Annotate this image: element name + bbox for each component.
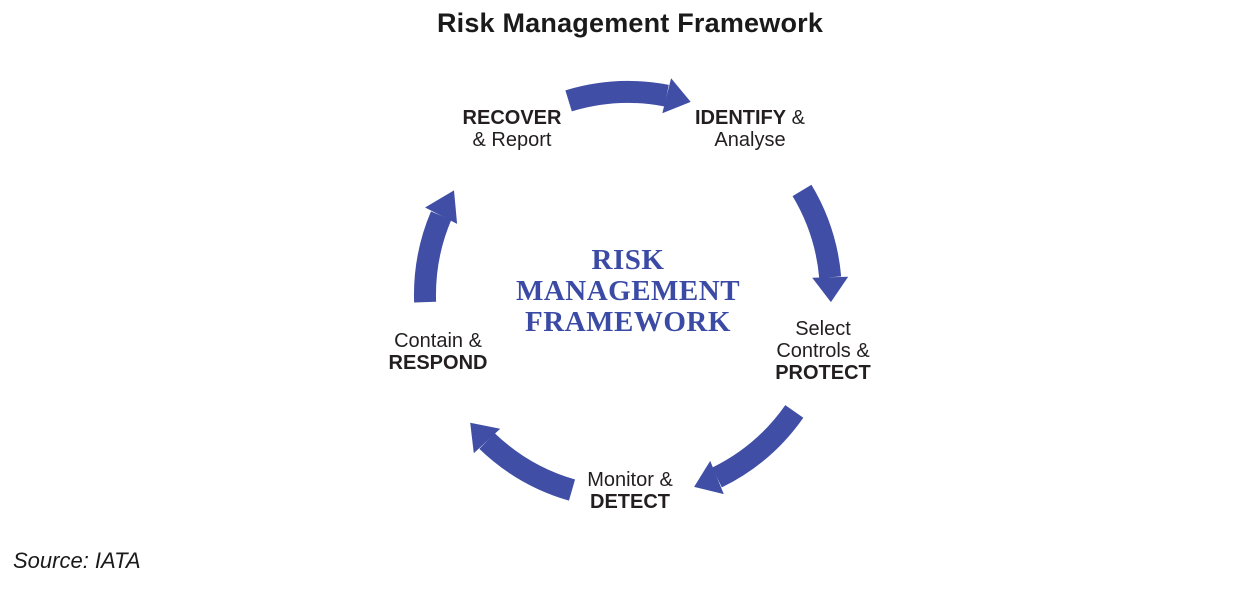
arrow-head [662, 78, 691, 114]
identify-label-suffix: & [786, 107, 806, 129]
cycle-node-identify: IDENTIFY & Analyse [695, 107, 805, 151]
center-label-line-1: RISK [591, 244, 665, 276]
identify-label: IDENTIFY [694, 107, 787, 129]
arrow-identify-to-protect-icon [792, 184, 849, 303]
arrow-band [565, 81, 669, 112]
center-label: RISK MANAGEMENT FRAMEWORK [516, 245, 740, 338]
source-attribution: Source: IATA [13, 548, 141, 573]
respond-sublabel: Contain & [394, 330, 482, 352]
arrow-head [694, 460, 724, 495]
cycle-node-detect: Monitor & DETECT [587, 469, 673, 513]
arrow-head [425, 190, 458, 224]
identify-sublabel: Analyse [714, 129, 786, 151]
arrow-band [711, 404, 804, 488]
respond-label: RESPOND [388, 352, 488, 374]
protect-sublabel-2: Controls & [776, 340, 870, 362]
center-label-line-3: FRAMEWORK [525, 306, 731, 338]
arrow-band [792, 184, 842, 279]
arrow-band [479, 432, 576, 501]
arrow-recover-to-identify-icon [565, 78, 691, 114]
arrow-head [470, 422, 501, 454]
center-label-line-2: MANAGEMENT [515, 275, 741, 307]
detect-sublabel: Monitor & [587, 469, 673, 491]
recover-label: RECOVER [462, 107, 562, 129]
arrow-band [414, 211, 452, 303]
diagram-title: Risk Management Framework [436, 8, 824, 38]
recover-sublabel: & Report [472, 129, 552, 151]
arrow-head [812, 276, 849, 303]
arrow-respond-to-recover-icon [414, 190, 458, 303]
cycle-node-recover: RECOVER & Report [463, 107, 562, 151]
identify-label-line: IDENTIFY & [695, 107, 805, 129]
cycle-node-respond: Contain & RESPOND [389, 330, 488, 374]
arrow-protect-to-detect-icon [694, 404, 804, 495]
cycle-node-protect: Select Controls & PROTECT [775, 318, 871, 384]
protect-sublabel-1: Select [795, 318, 851, 340]
detect-label: DETECT [590, 491, 670, 513]
protect-label: PROTECT [775, 362, 871, 384]
arrow-detect-to-respond-icon [470, 422, 576, 501]
